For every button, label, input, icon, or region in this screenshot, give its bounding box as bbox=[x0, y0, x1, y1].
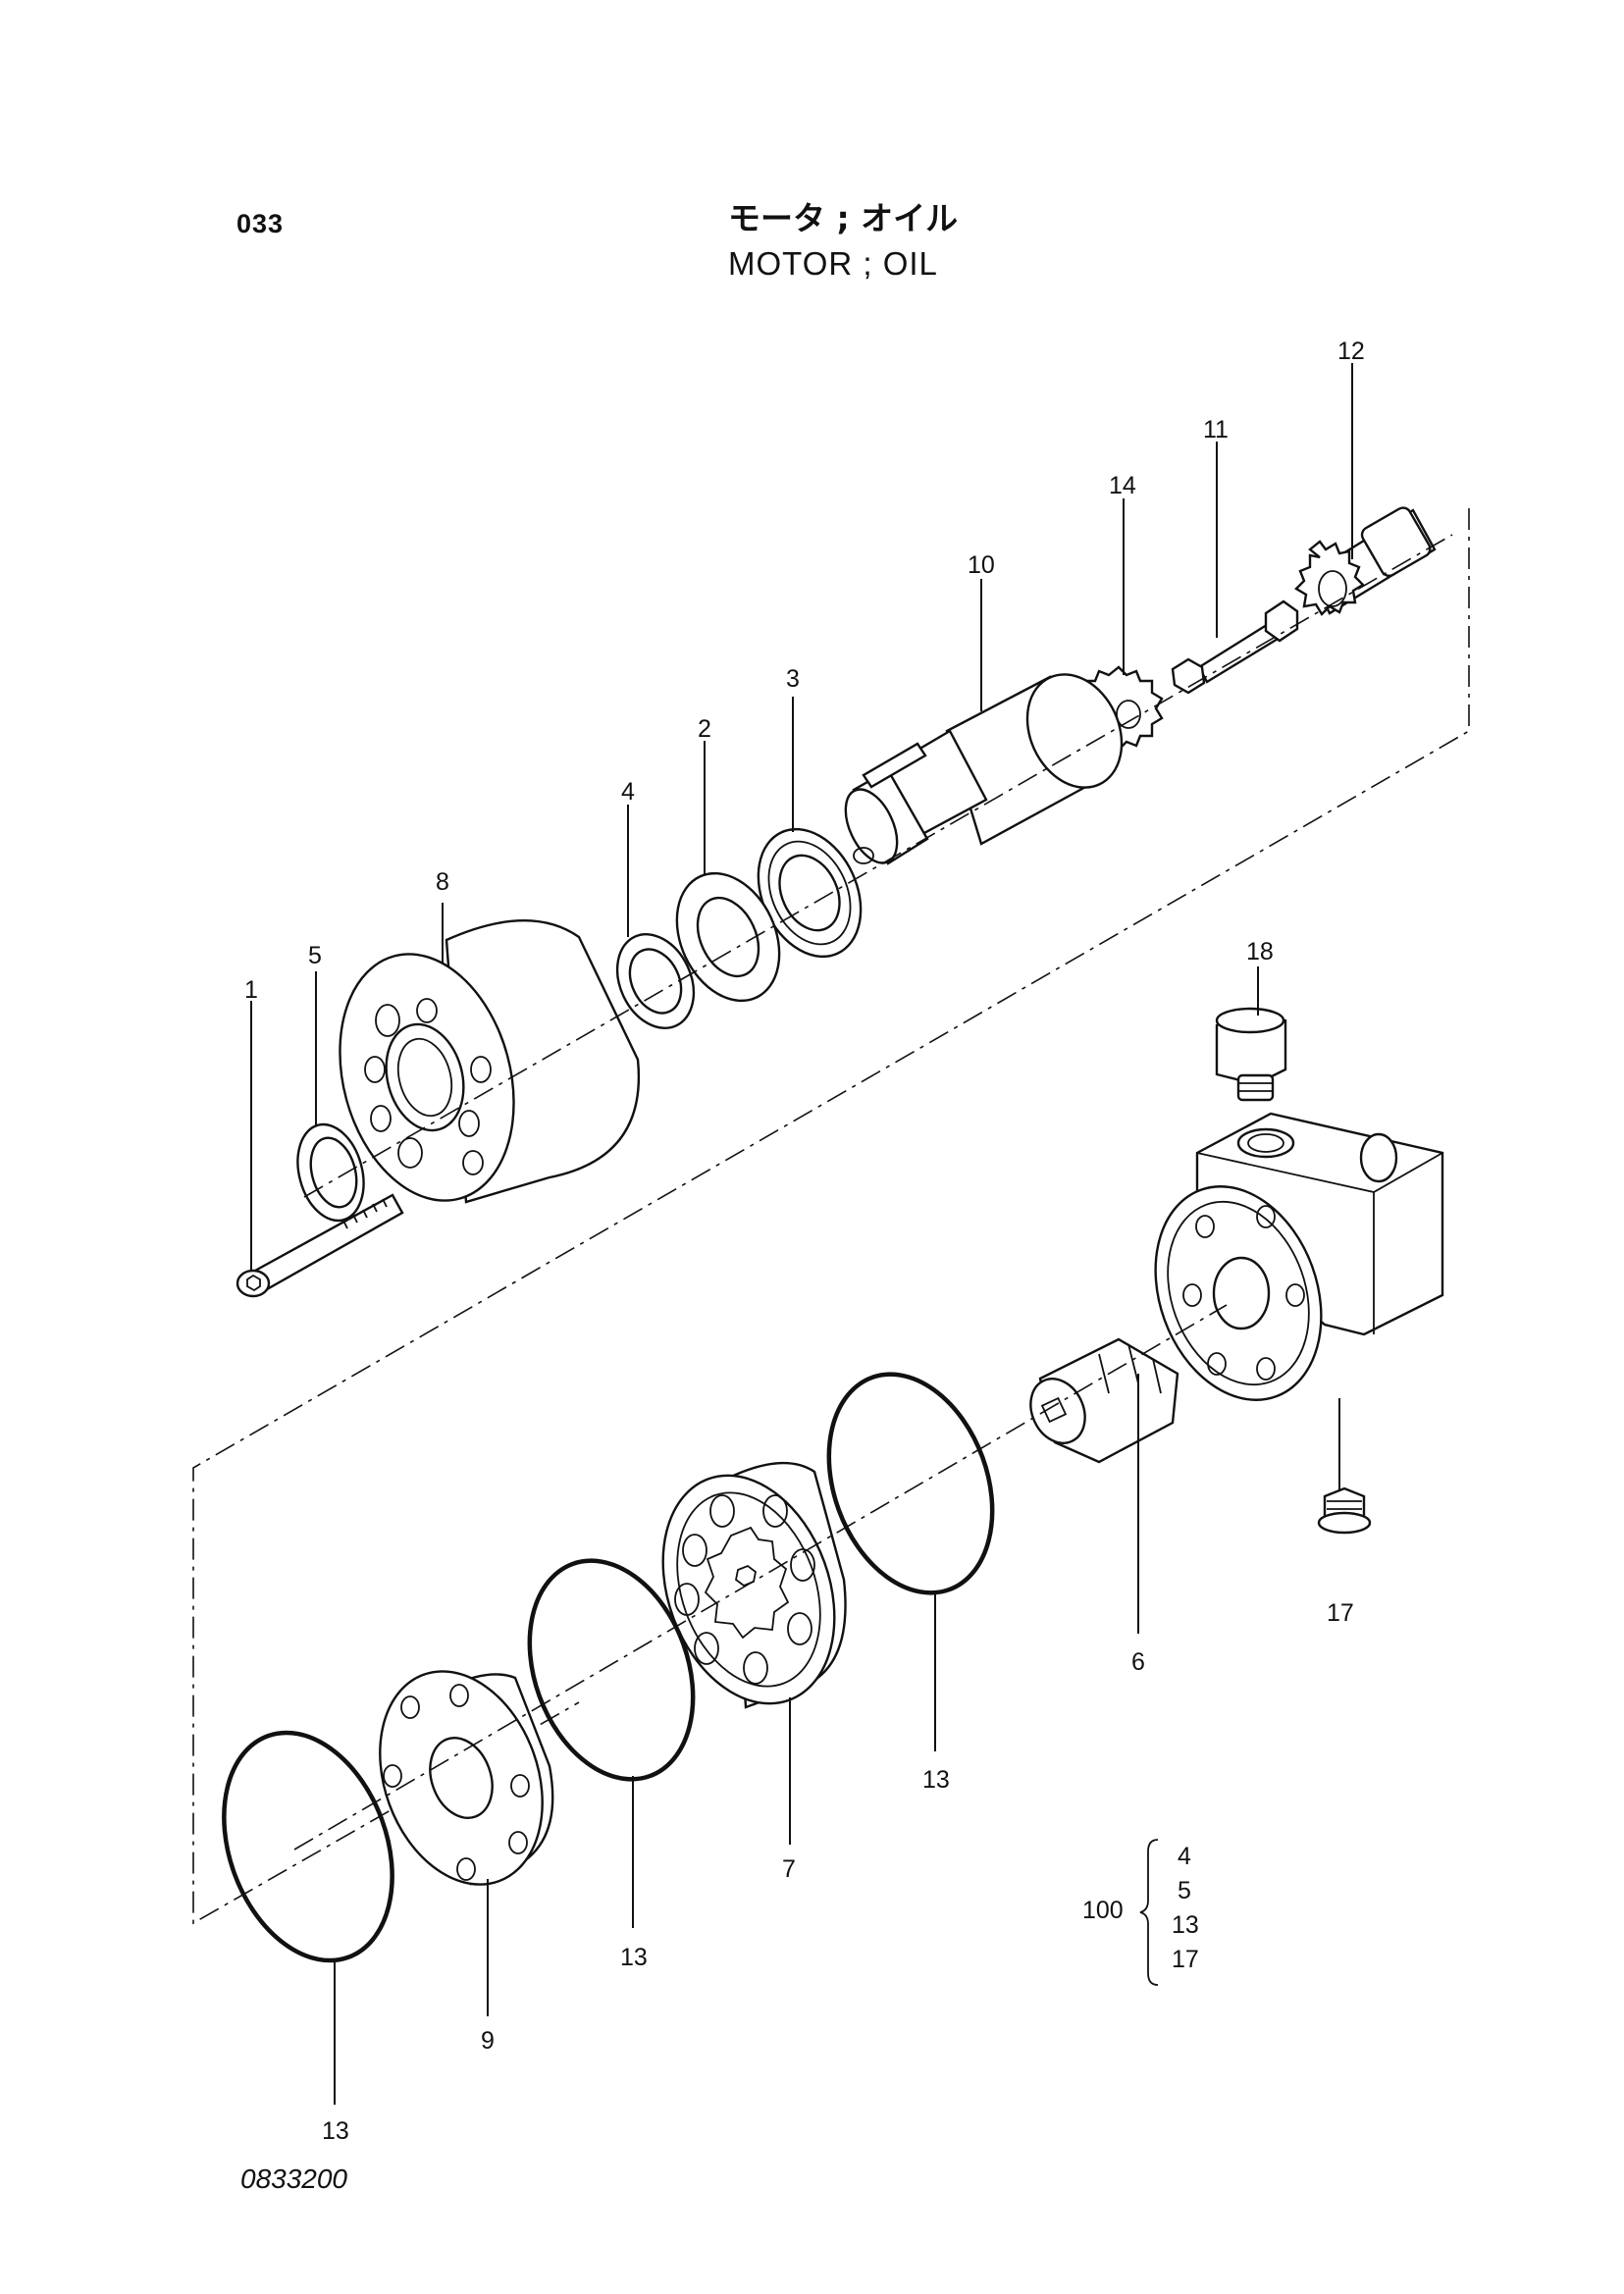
leader-lines bbox=[250, 363, 1353, 2105]
upper-centerline bbox=[303, 534, 1453, 1198]
part-1-bolt bbox=[236, 1193, 404, 1298]
page-number: 033 bbox=[236, 209, 285, 238]
part-2-thrust-washer bbox=[675, 871, 781, 1003]
part-13-oring-right bbox=[826, 1372, 995, 1595]
callout-13-right: 13 bbox=[922, 1766, 950, 1794]
callout-14: 14 bbox=[1109, 472, 1136, 499]
kit-bracket-group: 100 4 5 13 17 bbox=[1082, 1839, 1199, 1986]
callout-7: 7 bbox=[782, 1855, 796, 1883]
part-8-housing bbox=[339, 919, 641, 1204]
title-japanese: モータ ; オイル bbox=[728, 199, 959, 237]
assembly-boundary-line bbox=[192, 508, 1470, 1925]
part-10-output-shaft bbox=[844, 673, 1124, 865]
part-9-end-plate bbox=[379, 1670, 554, 1886]
callout-9: 9 bbox=[481, 2027, 495, 2055]
callout-1: 1 bbox=[244, 976, 258, 1004]
callout-10: 10 bbox=[968, 551, 995, 579]
title-english: MOTOR ; OIL bbox=[728, 245, 938, 282]
part-6-valve-spool bbox=[1029, 1337, 1179, 1464]
callout-13-left: 13 bbox=[322, 2117, 349, 2145]
callout-6: 6 bbox=[1131, 1648, 1145, 1676]
part-7-gerotor bbox=[661, 1462, 847, 1709]
callout-11: 11 bbox=[1203, 416, 1229, 443]
drawing-number: 0833200 bbox=[240, 2164, 348, 2194]
kit-number: 100 bbox=[1082, 1897, 1124, 1924]
callout-labels: 12 11 14 10 3 2 4 8 5 1 18 17 6 13 7 13 … bbox=[244, 338, 1365, 2145]
callout-2: 2 bbox=[698, 715, 711, 743]
callout-17: 17 bbox=[1327, 1599, 1354, 1627]
part-3-thrust-bearing bbox=[757, 827, 863, 959]
part-17-plug bbox=[1317, 1486, 1372, 1535]
part-18-fitting bbox=[1215, 1007, 1287, 1102]
part-13-oring-middle bbox=[527, 1558, 696, 1782]
part-12-coupling bbox=[1294, 506, 1437, 616]
kit-item-17: 17 bbox=[1172, 1946, 1199, 1973]
callout-5: 5 bbox=[308, 942, 322, 969]
part-13-oring-left bbox=[222, 1730, 394, 1963]
kit-item-13: 13 bbox=[1172, 1911, 1199, 1939]
kit-item-5: 5 bbox=[1178, 1877, 1191, 1904]
port-block bbox=[1154, 1112, 1444, 1401]
kit-item-4: 4 bbox=[1178, 1843, 1191, 1870]
callout-18: 18 bbox=[1246, 938, 1274, 965]
callout-12: 12 bbox=[1337, 338, 1365, 365]
callout-4: 4 bbox=[621, 778, 635, 806]
callout-13-middle: 13 bbox=[620, 1944, 648, 1971]
lower-centerline bbox=[293, 1304, 1228, 1851]
kit-brace bbox=[1139, 1839, 1159, 1986]
callout-8: 8 bbox=[436, 868, 449, 896]
part-11-shaft bbox=[1171, 600, 1299, 695]
part-5-backup-ring bbox=[296, 1122, 365, 1223]
callout-3: 3 bbox=[786, 665, 800, 693]
